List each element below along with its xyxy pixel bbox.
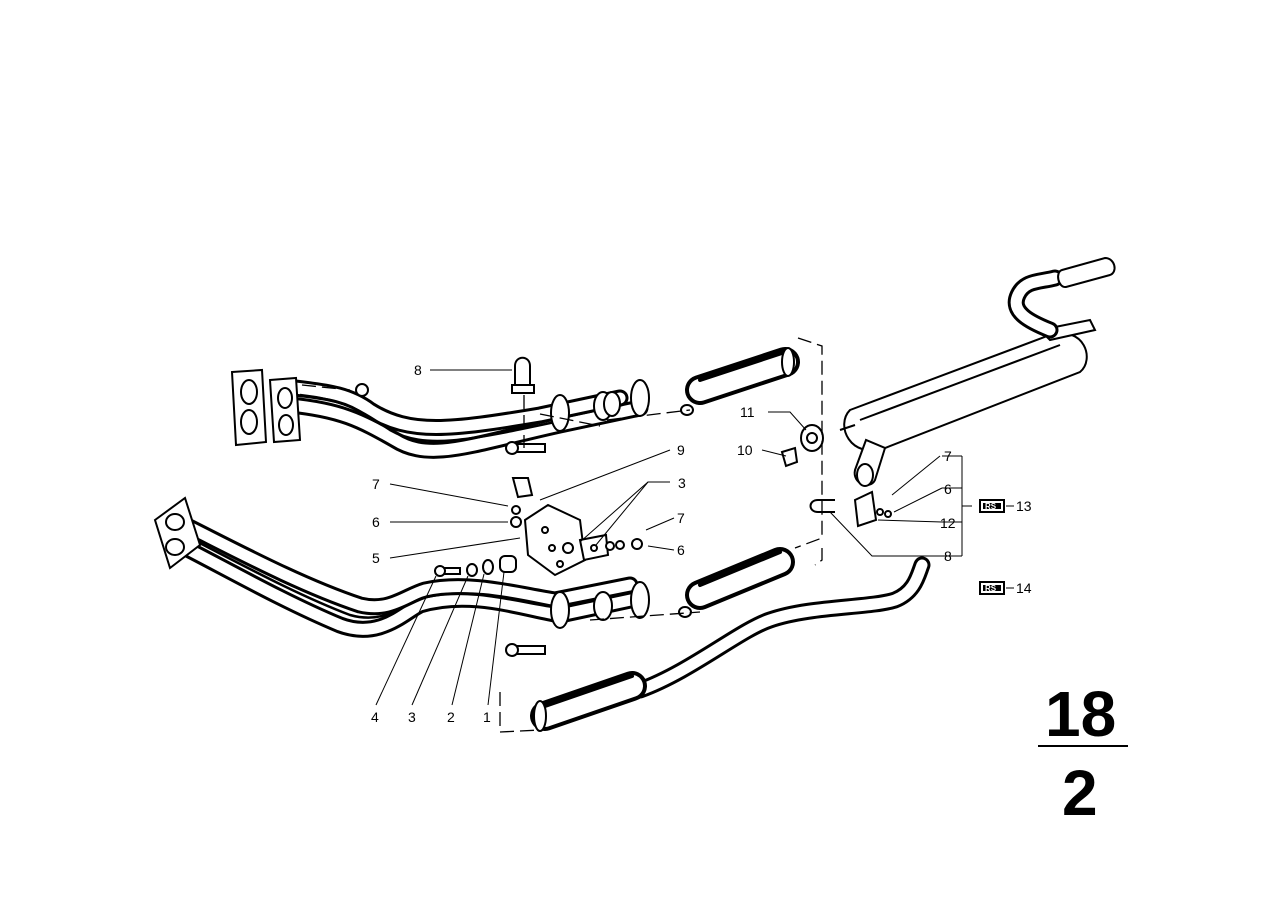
callout-12: 12 (940, 515, 956, 531)
small-hardware (434, 505, 643, 577)
callout-1: 1 (483, 709, 491, 725)
callout-13: 13 (1016, 498, 1032, 514)
page-number-bottom: 2 (1062, 757, 1098, 829)
callout-2: 2 (447, 709, 455, 725)
upper-nut (355, 383, 369, 397)
callout-8-upper: 8 (414, 362, 422, 378)
upper-bolt (505, 441, 546, 455)
callout-labels: 1 2 3 4 3 5 6 6 6 7 7 7 8 8 9 10 11 12 1… (371, 362, 1032, 725)
rs-badge-13: RS (979, 499, 1005, 513)
callout-9: 9 (677, 442, 685, 458)
lower-bolt (505, 643, 546, 657)
callout-8-rear: 8 (944, 548, 952, 564)
upper-u-bolt (511, 356, 535, 394)
callout-11: 11 (740, 404, 755, 420)
upper-flange-left (230, 368, 268, 447)
lower-front-pipe (161, 516, 649, 638)
callout-14: 14 (1016, 580, 1032, 596)
page-number-top: 18 (1045, 678, 1116, 750)
callout-4: 4 (371, 709, 379, 725)
lower-flange (153, 496, 202, 570)
leader-lines (375, 369, 1014, 706)
callout-10: 10 (737, 442, 753, 458)
callout-7-right: 7 (677, 510, 685, 526)
upper-front-muffler (550, 347, 800, 432)
callout-3: 3 (408, 709, 416, 725)
rear-muffler (839, 256, 1116, 487)
upper-flange-right (268, 376, 302, 444)
callout-3-bracket: 3 (678, 475, 686, 491)
callout-7-rear: 7 (944, 448, 952, 464)
mounting-bracket (511, 477, 610, 577)
rs-badge-14: RS (979, 581, 1005, 595)
rear-hanger (780, 424, 892, 528)
rs-badge-14-text: RS (985, 584, 997, 593)
callout-6-left: 6 (372, 514, 380, 530)
callout-7-left: 7 (372, 476, 380, 492)
callout-6-right: 6 (677, 542, 685, 558)
callout-6-rear: 6 (944, 481, 952, 497)
assembly-dash-lines (301, 337, 823, 733)
lower-front-muffler (550, 547, 795, 629)
upper-front-pipe (281, 379, 649, 459)
intermediate-pipe (530, 556, 931, 732)
rs-badge-13-text: RS (985, 502, 997, 511)
callout-5: 5 (372, 550, 380, 566)
page-number: 18 2 (1038, 678, 1128, 829)
